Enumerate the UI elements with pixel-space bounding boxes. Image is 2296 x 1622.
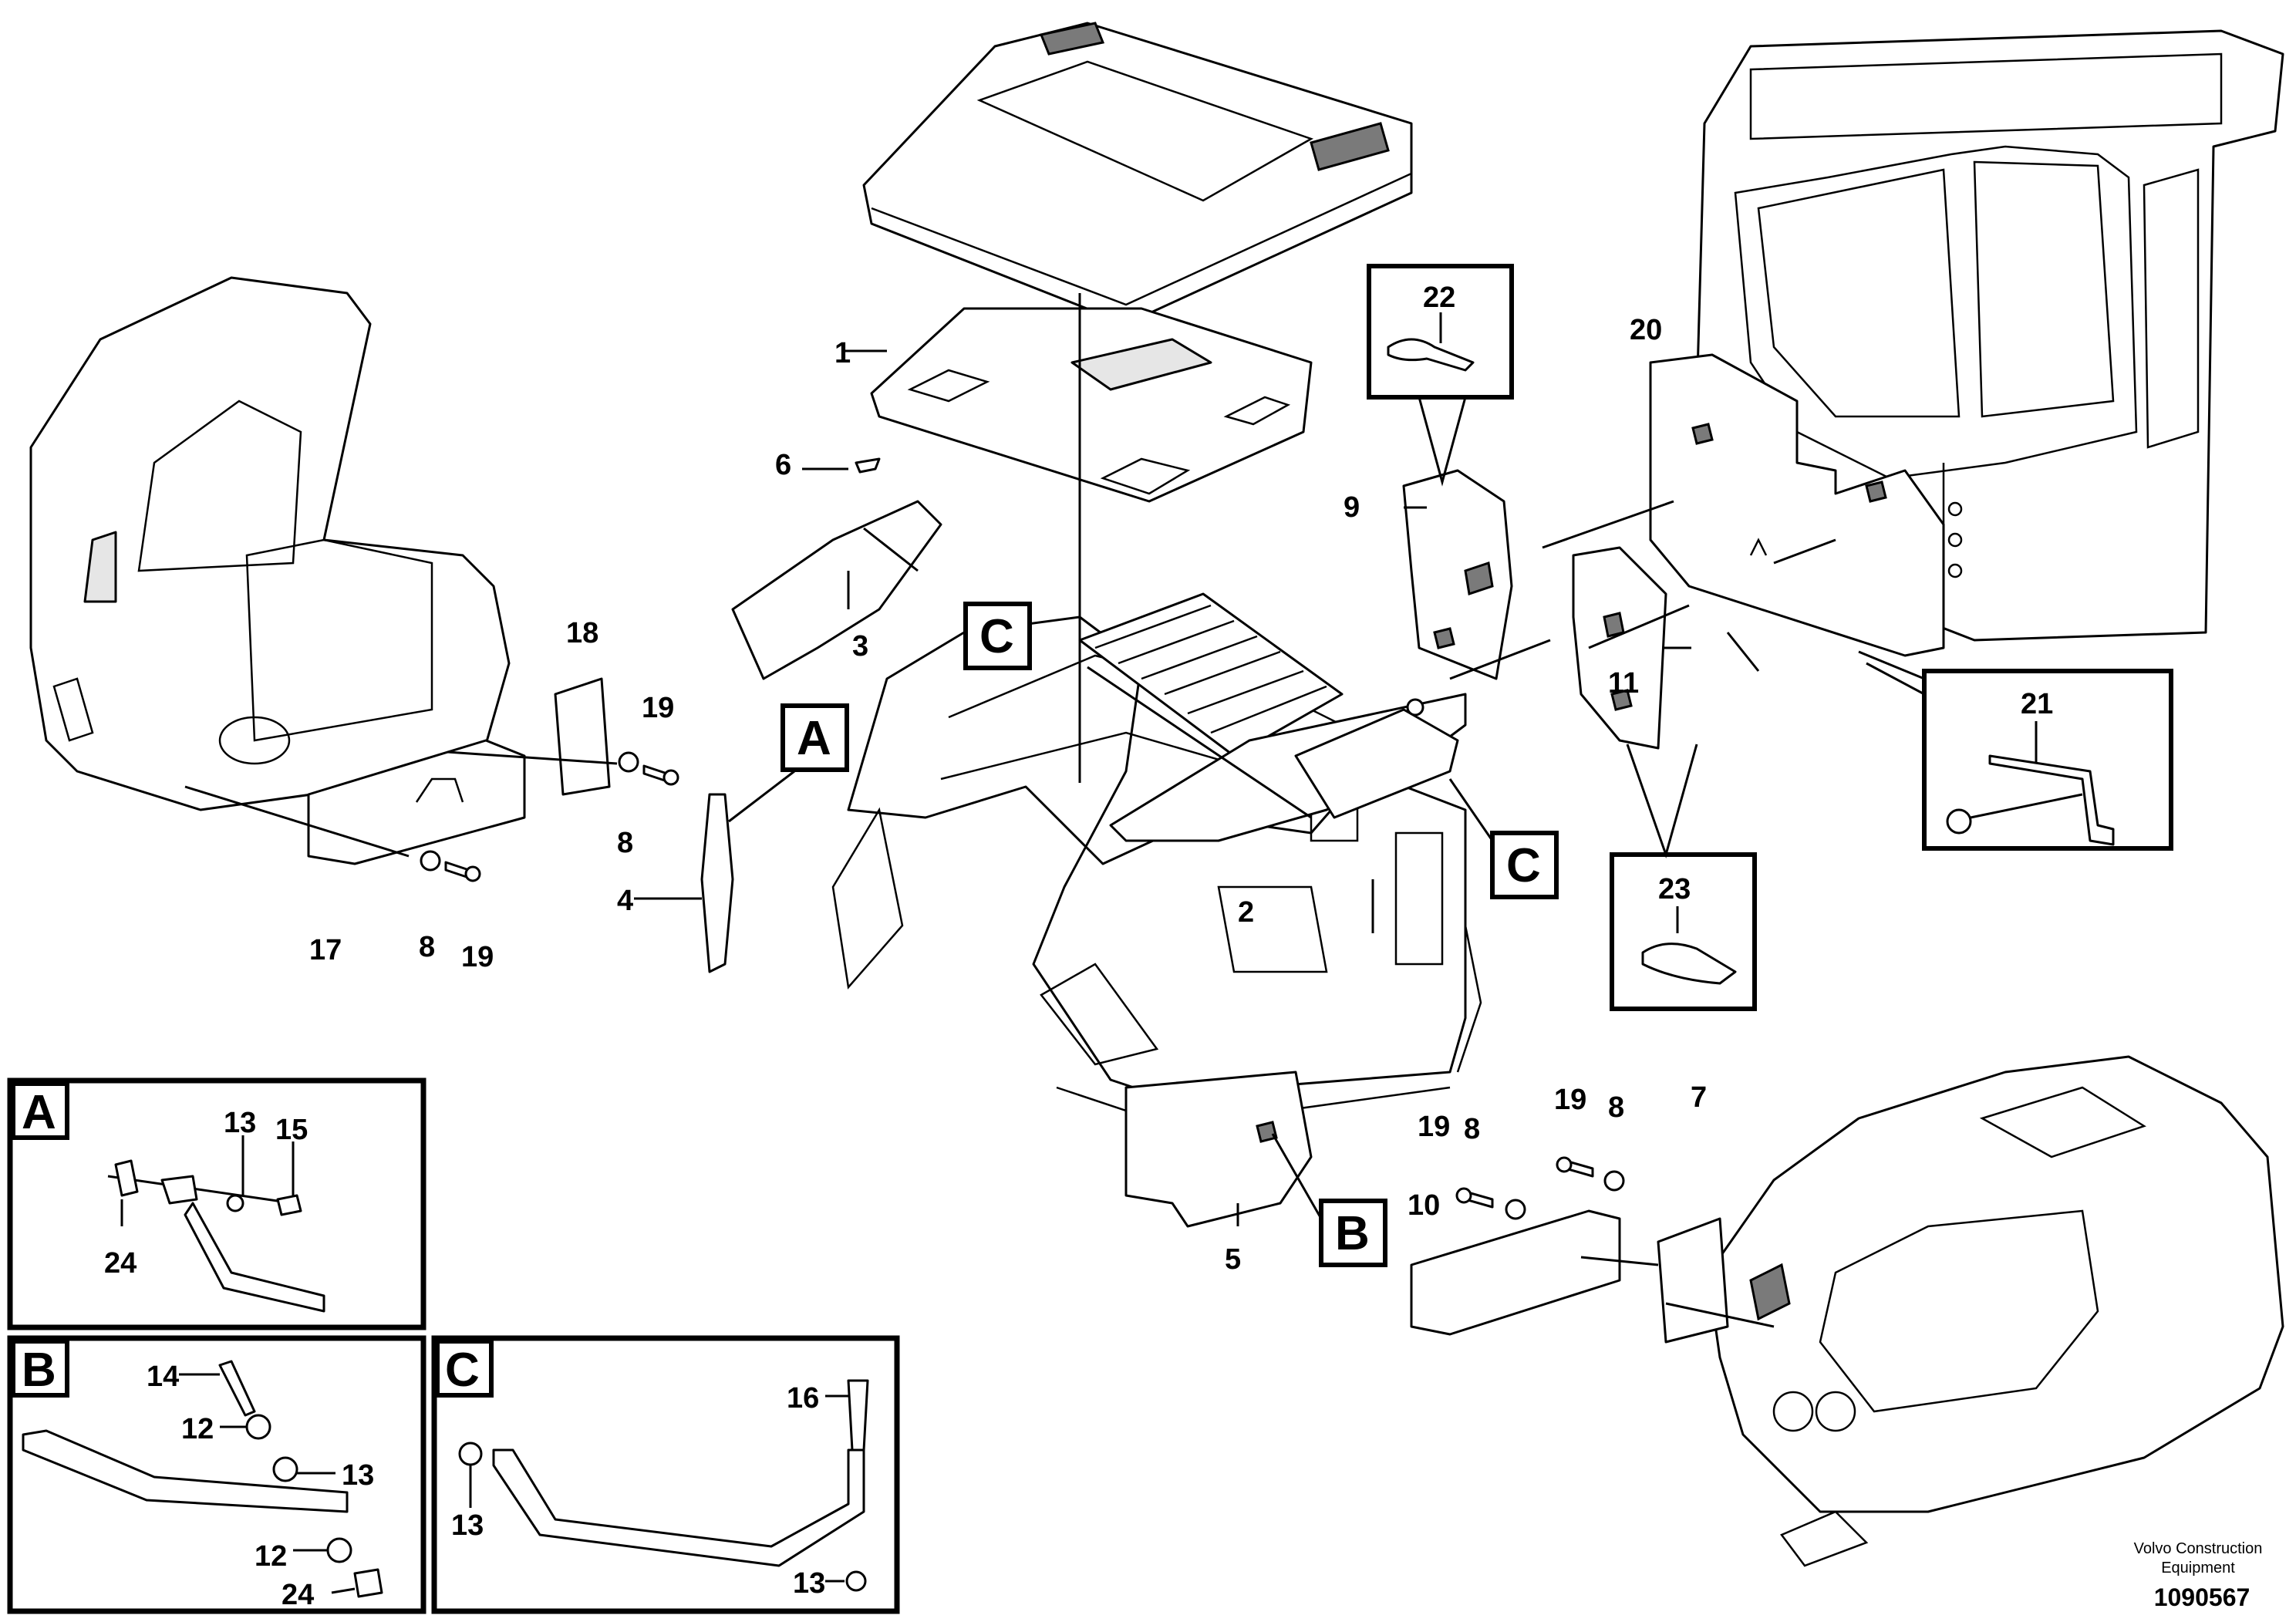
bracket-panel bbox=[1402, 469, 1513, 680]
callout-17: 17 bbox=[309, 934, 342, 966]
tag-a: A bbox=[797, 712, 831, 765]
detail-c-callout-13-left: 13 bbox=[451, 1509, 484, 1542]
left-fasteners bbox=[420, 751, 679, 882]
callout-19-right-b: 19 bbox=[1554, 1084, 1586, 1116]
callout-3: 3 bbox=[852, 630, 868, 663]
callout-23: 23 bbox=[1658, 873, 1691, 905]
tag-c-right: C bbox=[1506, 839, 1541, 892]
detail-a-callout-15: 15 bbox=[275, 1114, 308, 1146]
vertical-strip bbox=[700, 793, 734, 973]
hood-drawing bbox=[862, 22, 1413, 325]
hood-insulation-mat bbox=[870, 307, 1313, 503]
tag-b: B bbox=[1335, 1207, 1370, 1260]
detail-c-callout-16: 16 bbox=[787, 1382, 819, 1415]
detail-b-callout-24: 24 bbox=[282, 1579, 314, 1611]
tag-c-upper: C bbox=[979, 610, 1014, 663]
callout-8-right-b: 8 bbox=[1608, 1091, 1624, 1124]
detail-a-label: A bbox=[22, 1086, 56, 1139]
company-line-2: Equipment bbox=[2161, 1560, 2235, 1576]
box-22: 22 bbox=[1367, 264, 1514, 487]
callout-18: 18 bbox=[566, 617, 598, 649]
left-side-block bbox=[554, 677, 611, 796]
detail-frame-a: A 13 15 24 bbox=[7, 1077, 426, 1330]
detail-c-label: C bbox=[445, 1344, 480, 1397]
callout-5: 5 bbox=[1225, 1243, 1241, 1276]
detail-b-callout-12-upper: 12 bbox=[181, 1413, 214, 1445]
callout-21: 21 bbox=[2021, 688, 2053, 720]
right-lower-panel bbox=[1410, 1209, 1621, 1336]
upper-cover-plate bbox=[1109, 693, 1467, 842]
left-lower-panel bbox=[307, 739, 526, 865]
callout-7: 7 bbox=[1691, 1081, 1707, 1114]
callout-9: 9 bbox=[1344, 491, 1360, 524]
detail-a-callout-13: 13 bbox=[224, 1107, 256, 1139]
detail-b-callout-12-lower: 12 bbox=[255, 1540, 287, 1573]
callout-20: 20 bbox=[1630, 314, 1662, 346]
lower-side-panel bbox=[1124, 1071, 1313, 1228]
right-side-block bbox=[1657, 1217, 1729, 1344]
callouts-main: 1 2 3 4 5 6 7 8 8 8 8 9 10 11 17 18 19 1… bbox=[309, 314, 1707, 1276]
callout-8-left-b: 8 bbox=[419, 931, 435, 963]
left-radiator-housing bbox=[29, 276, 511, 811]
right-hood-drawing bbox=[1711, 1055, 2284, 1567]
document-number: 1090567 bbox=[2154, 1583, 2250, 1611]
firewall-insulation bbox=[1649, 353, 1945, 657]
callout-4: 4 bbox=[617, 885, 633, 917]
callout-8-right-a: 8 bbox=[1464, 1113, 1480, 1145]
detail-b-callout-14: 14 bbox=[147, 1361, 179, 1393]
callout-19-right-a: 19 bbox=[1418, 1111, 1450, 1143]
detail-b-callout-13: 13 bbox=[342, 1459, 374, 1492]
side-panel bbox=[731, 500, 942, 680]
callout-19-left-b: 19 bbox=[461, 941, 494, 973]
callout-8-left-a: 8 bbox=[617, 827, 633, 859]
detail-c-callout-13-right: 13 bbox=[793, 1567, 825, 1600]
callout-2: 2 bbox=[1238, 896, 1254, 929]
right-fasteners bbox=[1455, 1156, 1625, 1220]
radiator-grille bbox=[1078, 592, 1344, 757]
detail-frame-b: B 14 12 13 12 24 bbox=[7, 1335, 426, 1614]
box-21: 21 bbox=[1858, 650, 2173, 851]
callout-6: 6 bbox=[775, 449, 791, 481]
callout-19-left-a: 19 bbox=[642, 692, 674, 724]
leader-lines bbox=[184, 293, 1836, 1328]
detail-tags: A C C B bbox=[728, 602, 1559, 1267]
cab-drawing bbox=[1695, 29, 2284, 642]
detail-a-callout-24: 24 bbox=[104, 1247, 137, 1280]
company-line-1: Volvo Construction bbox=[2134, 1540, 2263, 1557]
pin-fastener bbox=[855, 457, 1424, 717]
detail-frame-c: C 16 13 13 bbox=[431, 1335, 900, 1614]
footer: Volvo Construction Equipment 1090567 bbox=[2134, 1540, 2263, 1611]
detail-b-label: B bbox=[22, 1344, 56, 1397]
box-23: 23 bbox=[1610, 744, 1757, 1011]
callout-11: 11 bbox=[1608, 667, 1639, 700]
callout-22: 22 bbox=[1423, 282, 1455, 314]
callout-1: 1 bbox=[834, 337, 851, 369]
callout-10: 10 bbox=[1408, 1189, 1440, 1222]
side-bracket-panel bbox=[1572, 546, 1667, 750]
